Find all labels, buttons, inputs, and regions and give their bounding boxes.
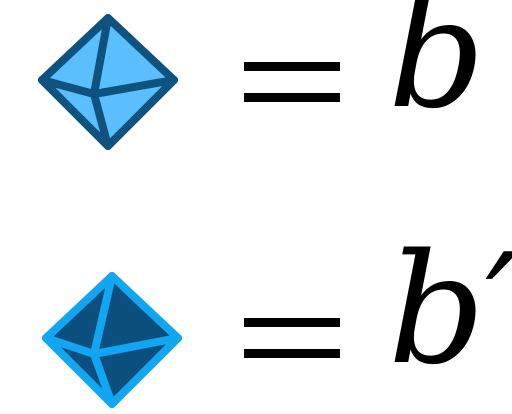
octahedron-edge bbox=[90, 334, 182, 358]
symbol-b-prime: b′ bbox=[388, 221, 512, 398]
equals-sign bbox=[244, 318, 340, 358]
octahedron-light-icon bbox=[38, 14, 178, 150]
octahedron-edge bbox=[38, 76, 98, 98]
legend-row-b-prime: b′ bbox=[0, 234, 512, 414]
legend-row-b: b bbox=[0, 0, 512, 156]
octahedron-edge bbox=[90, 76, 178, 98]
octahedron-edge bbox=[90, 272, 116, 358]
octahedron-edge bbox=[90, 350, 116, 408]
octahedron-dark-icon bbox=[42, 272, 182, 408]
octahedron-edge bbox=[42, 334, 98, 358]
symbol-b: b bbox=[388, 0, 486, 142]
octahedron-edge bbox=[90, 90, 112, 150]
equals-sign bbox=[244, 62, 340, 102]
octahedron-edge bbox=[90, 14, 112, 98]
